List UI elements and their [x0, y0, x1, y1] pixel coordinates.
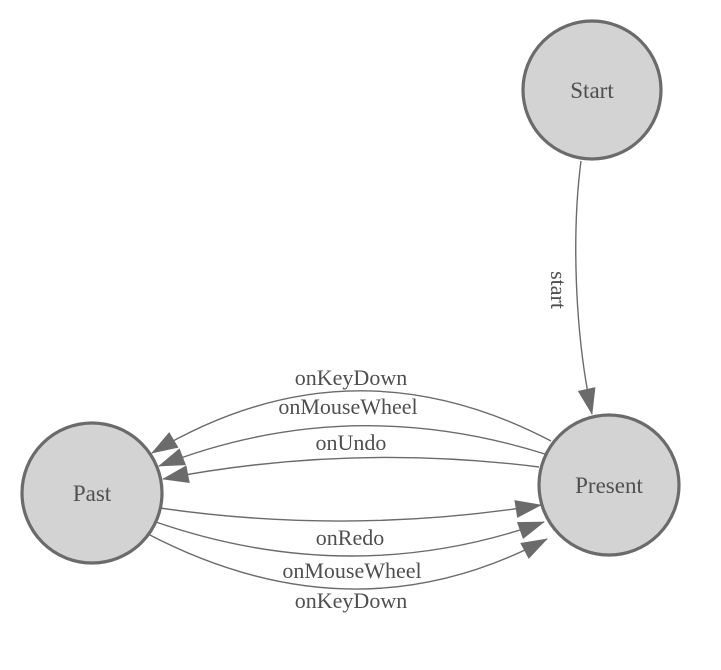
edge-present-to-past-onundo: [162, 456, 540, 483]
edge-present-to-past-onmousewheel: [158, 425, 546, 467]
state-node-present-label: Present: [575, 473, 643, 498]
edge-present-to-past-onkeydown: [151, 390, 552, 454]
edge-label-start: start: [546, 271, 571, 309]
edge-past-to-present-onredo: [159, 500, 542, 522]
edge-label-onredo: onRedo: [316, 525, 384, 550]
state-node-past-circle[interactable]: [20, 421, 164, 565]
state-node-past-label: Past: [73, 481, 112, 506]
edge-start-to-present: [575, 160, 596, 415]
edge-label-onkeydown-bottom: onKeyDown: [295, 588, 407, 613]
edge-label-onkeydown-top: onKeyDown: [295, 365, 407, 390]
state-node-start-circle[interactable]: [521, 19, 663, 161]
edge-past-to-present-onkeydown: [145, 532, 548, 590]
state-node-past[interactable]: Past: [20, 421, 164, 565]
edge-label-onundo: onUndo: [316, 430, 387, 455]
state-node-present[interactable]: Present: [537, 413, 681, 557]
edge-label-onmousewheel-top: onMouseWheel: [278, 394, 417, 419]
edge-label-onmousewheel-bottom: onMouseWheel: [282, 558, 421, 583]
edge-past-to-present-onmousewheel: [152, 520, 545, 557]
state-node-start-label: Start: [570, 78, 614, 103]
state-node-present-circle[interactable]: [537, 413, 681, 557]
state-node-start[interactable]: Start: [521, 19, 663, 161]
